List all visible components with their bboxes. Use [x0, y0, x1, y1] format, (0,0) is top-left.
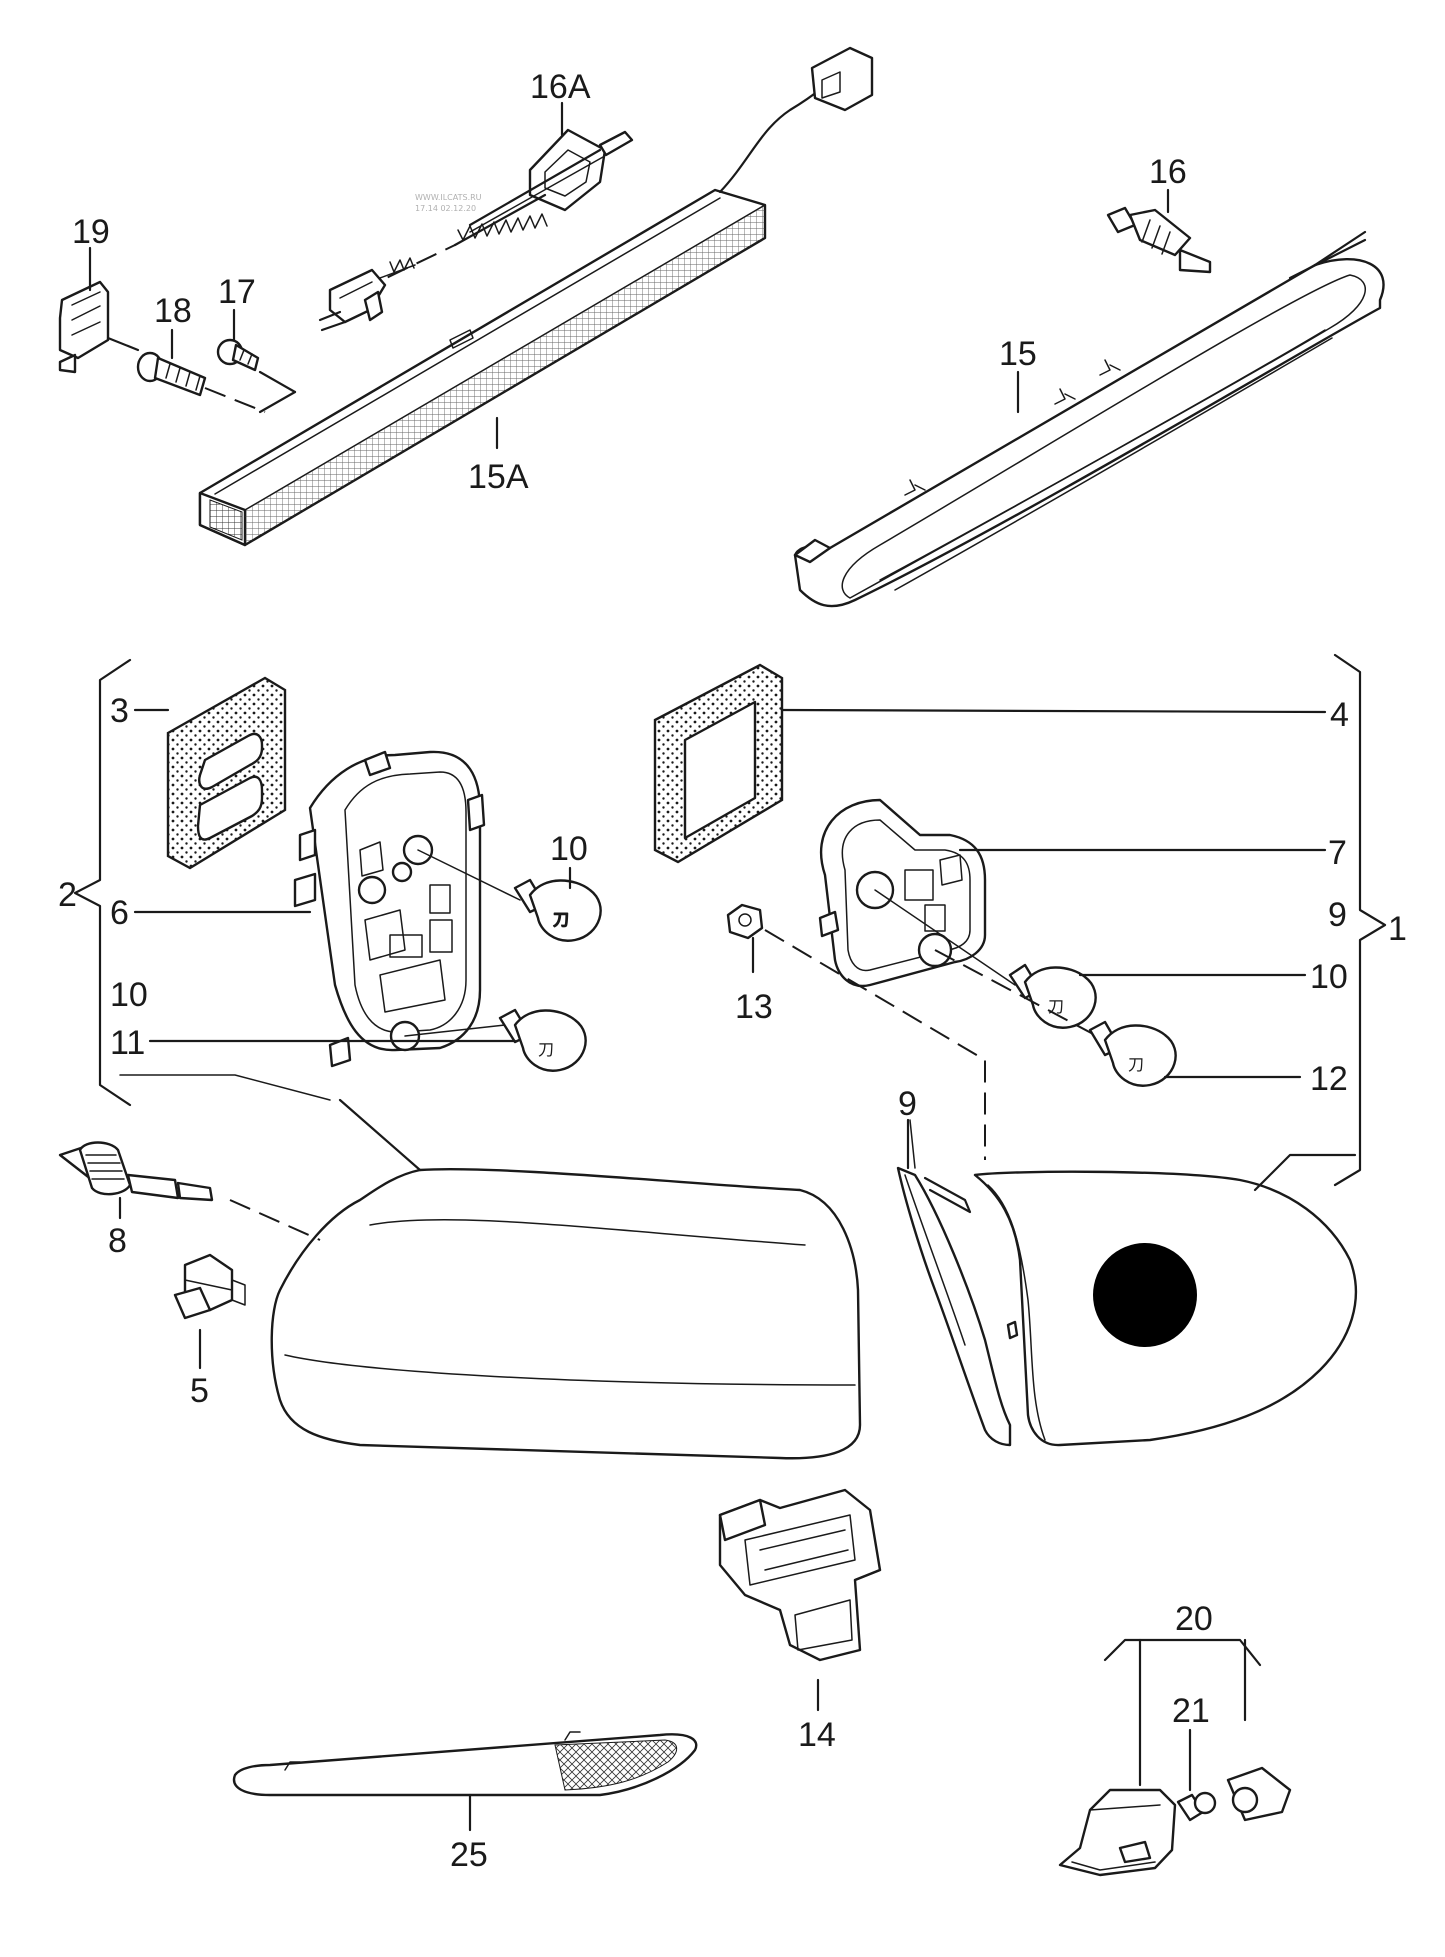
label-12: 12 [1310, 1060, 1348, 1098]
bulb-21 [1176, 1728, 1217, 1822]
label-20: 20 [1175, 1600, 1213, 1638]
label-15a: 15A [468, 458, 529, 496]
bulb-12: 刀 [934, 949, 1177, 1087]
bulb-symbol-icon: 刀 [538, 1040, 554, 1059]
label-18: 18 [154, 292, 192, 330]
bulb-socket-16 [1106, 206, 1212, 274]
bulb-11: 刀 [404, 1008, 587, 1072]
label-10-left-list: 10 [110, 976, 148, 1014]
label-9-seal: 9 [898, 1085, 917, 1123]
bracket-14 [718, 1488, 882, 1662]
label-16: 16 [1149, 153, 1187, 191]
leader-lines [88, 101, 1327, 1832]
label-15: 15 [999, 335, 1037, 373]
bulb-10-right: 刀 [874, 889, 1097, 1029]
socket-20 [1226, 1766, 1292, 1822]
label-8: 8 [108, 1222, 127, 1260]
watermark-line-2: 17.14 02.12.20 [415, 204, 476, 213]
tail-light-right [973, 1153, 1358, 1447]
bulb-10-left: 刀 [417, 849, 602, 942]
label-10-left-bulb: 10 [550, 830, 588, 868]
label-7: 7 [1328, 834, 1347, 872]
screw-18 [136, 351, 266, 413]
tail-light-left [119, 1074, 862, 1460]
label-5: 5 [190, 1372, 209, 1410]
label-10-right: 10 [1310, 958, 1348, 996]
socket-8 [58, 1141, 321, 1241]
connector-plug [810, 46, 874, 112]
lamp-holder-6 [293, 750, 486, 1068]
label-25: 25 [450, 1836, 488, 1874]
label-6: 6 [110, 894, 129, 932]
label-13: 13 [735, 988, 773, 1026]
part-labels: 16A 16 19 18 17 15 15A 3 4 2 6 10 10 11 … [58, 68, 1407, 1874]
label-16a: 16A [530, 68, 591, 106]
label-17: 17 [218, 273, 256, 311]
watermark-line-1: WWW.ILCATS.RU [415, 193, 482, 202]
clip-assembly [318, 257, 416, 332]
label-3: 3 [110, 692, 129, 730]
brake-light-15 [793, 230, 1385, 608]
bracket-2 [73, 658, 132, 1107]
screw-17 [216, 338, 297, 414]
label-21: 21 [1172, 1692, 1210, 1730]
label-9-right-list: 9 [1328, 896, 1347, 934]
bulb-symbol-icon: 刀 [1048, 997, 1064, 1016]
black-marker-dot [1093, 1243, 1197, 1347]
bulb-symbol-icon: 刀 [553, 910, 569, 929]
clip-5 [173, 1253, 246, 1320]
seal-9 [896, 1119, 1012, 1447]
nut-13 [726, 903, 986, 1160]
clip-19 [58, 280, 140, 374]
lamp-holder-7 [818, 798, 987, 988]
brake-light-15a [198, 86, 824, 547]
gasket-3 [166, 676, 287, 870]
label-19: 19 [72, 213, 110, 251]
license-lamp-20 [1058, 1638, 1262, 1877]
label-14: 14 [798, 1716, 836, 1754]
adjuster-spring [329, 193, 548, 306]
label-1: 1 [1388, 910, 1407, 948]
label-2: 2 [58, 876, 77, 914]
label-11: 11 [110, 1024, 145, 1062]
bracket-1 [1333, 653, 1387, 1187]
bulb-holder-16a [468, 128, 634, 233]
reflector-25 [232, 1731, 698, 1797]
bulb-symbol-icon: 刀 [1128, 1055, 1144, 1074]
label-4: 4 [1330, 696, 1349, 734]
gasket-4 [653, 663, 784, 864]
